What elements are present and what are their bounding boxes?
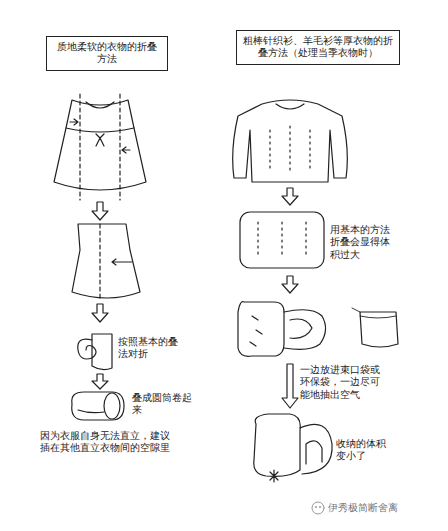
dress-drawing-part [66,128,134,132]
title-text: 质地柔软的衣物的折叠方法 [53,41,161,66]
bagged-drawing-part [254,414,301,476]
rolled-dress-drawing-part [104,393,120,419]
note-text: 收纳的体积变小了 [336,438,386,463]
sweater-drawing [233,100,348,182]
bagged-drawing-part [270,470,278,482]
note-text: 因为衣服自身无法直立，建议插在其他直立衣物间的空隙里 [40,430,172,455]
flow-arrow [92,188,298,408]
bagging-drawing-part [284,310,326,350]
sweater-drawing-part [270,126,310,172]
note-text: 叠成圆筒卷起来 [132,392,192,417]
folded-sweater-drawing [240,212,324,268]
watermark-icon-part [312,502,324,514]
title-text: 粗棒针织衫、羊毛衫等厚衣物的折叠方法（处理当季衣物时） [243,35,393,60]
dress-drawing-part [54,100,146,190]
bagged-drawing-part [300,424,332,474]
flow-arrow-part [282,188,298,205]
note-text: 按照基本的叠法对折 [118,336,180,361]
note-text: 一边放进束口袋或环保袋，一边尽可能地抽出空气 [300,364,380,401]
rolled-dress-drawing-part [78,410,104,413]
sweater-drawing-part [276,104,304,109]
dress-drawing-part [80,94,120,200]
bagging-drawing-part [290,319,312,338]
dress-drawing-part [122,147,130,153]
dress-drawing [54,94,146,200]
flow-arrow-part [282,364,298,408]
watermark: 伊秀极简断舍离 [328,501,440,514]
folded-dress-drawing [72,224,140,298]
folded-dress-drawing-part [72,224,140,298]
flow-arrow-part [92,374,108,389]
bagged-drawing-part [306,441,322,464]
folded-sweater-drawing-part [240,212,324,268]
bagged-drawing [254,414,332,482]
bagging-drawing-part [238,302,284,357]
watermark-icon [312,502,324,514]
sweater-drawing-part [233,100,348,182]
half-rolled-drawing-part [78,339,96,359]
title-box: 粗棒针织衫、羊毛衫等厚衣物的折叠方法（处理当季衣物时） [236,30,400,65]
watermark-icon-part [319,506,321,508]
flow-arrow-part [92,304,108,322]
dress-drawing-part [86,102,114,108]
dress-drawing-part [96,134,104,146]
bagging-drawing-part [352,308,396,318]
half-rolled-drawing-part [92,334,112,370]
flow-arrow-part [92,202,108,220]
folded-dress-drawing-part [99,224,100,298]
folded-dress-drawing-part [112,259,132,265]
half-rolled-drawing [78,334,112,370]
title-box: 质地柔软的衣物的折叠方法 [46,36,168,71]
flow-arrow-part [282,276,298,293]
dress-drawing-part [70,119,78,125]
bagging-drawing [238,302,398,357]
bagging-drawing-part [250,316,262,346]
rolled-dress-drawing-part [72,392,124,420]
note-text: 用基本的方法折叠会显得体积过大 [330,224,394,261]
watermark-icon-part [315,506,317,508]
rolled-dress-drawing [72,392,124,420]
folded-sweater-drawing-part [258,222,306,258]
